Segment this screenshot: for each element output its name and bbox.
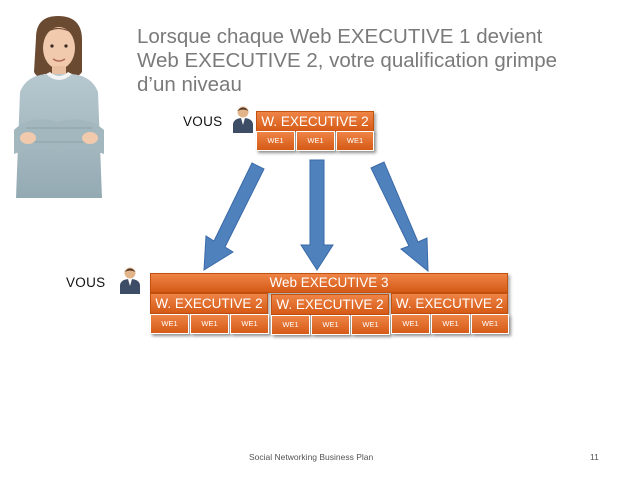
arrow-down-icon [300, 159, 334, 271]
bottom-we1-box: WE1 [471, 314, 509, 334]
presenter-photo [14, 16, 104, 198]
title-line: Web EXECUTIVE 2, votre qualification gri… [137, 49, 558, 72]
slide-title: Lorsque chaque Web EXECUTIVE 1 devient W… [137, 25, 607, 97]
arrow-down-icon [370, 161, 429, 273]
top-we1-box: WE1 [336, 131, 374, 151]
bottom-we1-box: WE1 [230, 314, 269, 334]
bottom-we1-box: WE1 [150, 314, 189, 334]
bottom-we2-box: W. EXECUTIVE 2 [271, 294, 389, 315]
bottom-we2-box: W. EXECUTIVE 2 [150, 293, 268, 314]
bottom-we1-box: WE1 [431, 314, 470, 334]
vous-label-bottom: VOUS [66, 275, 106, 290]
bottom-we1-box: WE1 [311, 315, 350, 335]
page-number: 11 [590, 452, 599, 462]
we3-box: Web EXECUTIVE 3 [150, 273, 508, 293]
bottom-we1-box: WE1 [190, 314, 229, 334]
title-line: Lorsque chaque Web EXECUTIVE 1 devient [137, 25, 543, 48]
vous-label-top: VOUS [183, 114, 223, 129]
title-line: d’un niveau [137, 73, 242, 96]
person-icon [233, 106, 253, 133]
top-we1-box: WE1 [256, 131, 295, 151]
footer-text: Social Networking Business Plan [249, 452, 374, 462]
bottom-we1-box: WE1 [271, 315, 310, 335]
bottom-we1-box: WE1 [351, 315, 390, 335]
arrow-down-icon [203, 162, 265, 271]
bottom-we1-box: WE1 [391, 314, 430, 334]
top-we2-box: W. EXECUTIVE 2 [256, 111, 374, 132]
bottom-we2-box: W. EXECUTIVE 2 [391, 293, 508, 314]
top-we1-box: WE1 [296, 131, 335, 151]
person-icon [120, 267, 140, 294]
